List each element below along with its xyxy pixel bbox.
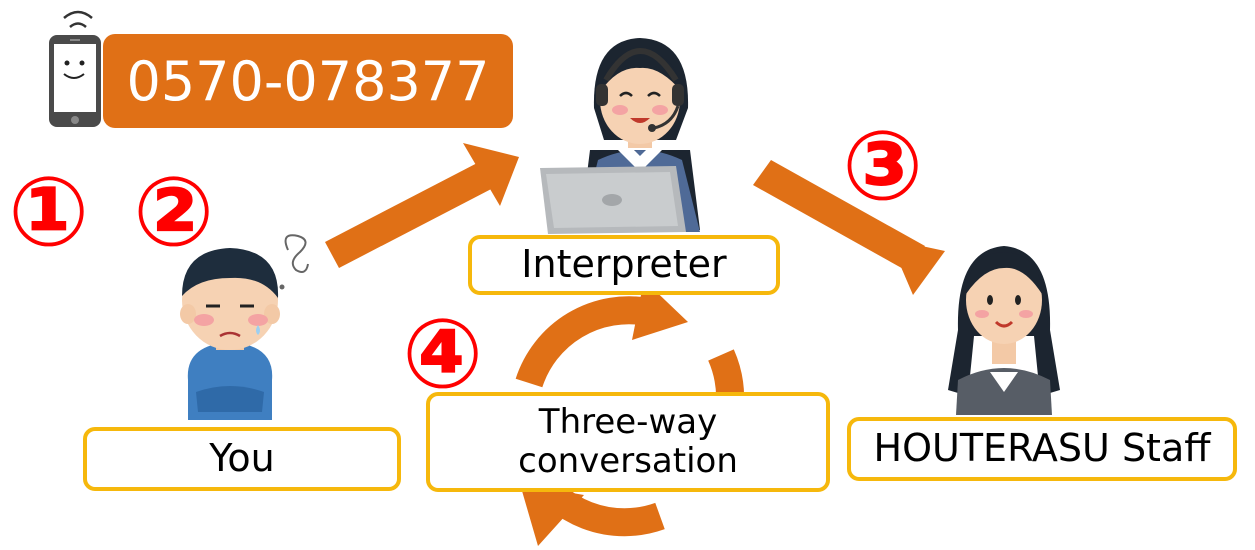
phone-number-box: 0570-078377 — [103, 34, 513, 128]
step-2-marker: ② — [133, 156, 215, 268]
step-3-marker: ③ — [842, 110, 924, 222]
arrow-interpreter-to-staff — [753, 160, 945, 295]
step-4-marker: ④ — [402, 298, 484, 410]
you-label: You — [83, 427, 401, 491]
interpreter-label: Interpreter — [468, 235, 780, 295]
interpreter-headset-icon — [540, 38, 700, 234]
staff-label: HOUTERASU Staff — [847, 417, 1237, 481]
step-1-marker: ① — [8, 156, 90, 268]
smartphone-icon — [49, 10, 101, 127]
conversation-label: Three-way conversation — [426, 392, 830, 492]
worried-person-icon — [180, 234, 309, 420]
staff-woman-icon — [948, 246, 1060, 415]
arrow-you-to-interpreter — [325, 143, 519, 268]
